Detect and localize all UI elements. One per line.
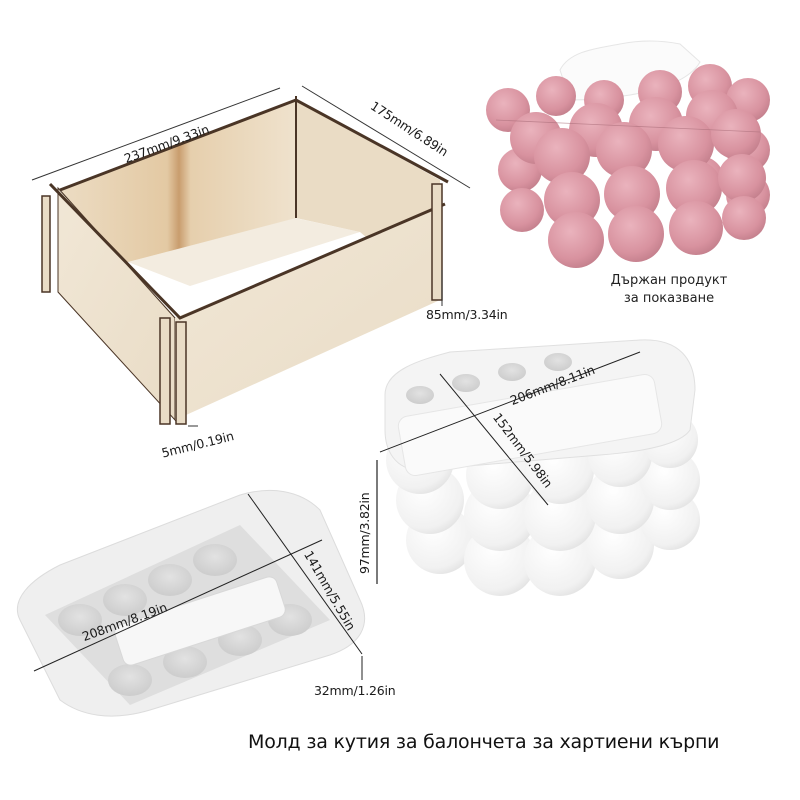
- display-only-note: Държан продукт за показване: [594, 272, 744, 308]
- display-note-line2: за показване: [623, 291, 715, 306]
- wood-box-height-label: 85mm/3.34in: [426, 307, 508, 322]
- silicone-mold-body: [376, 339, 700, 596]
- mold-lid-height-label: 32mm/1.26in: [314, 683, 396, 698]
- product-caption: Молд за кутия за балончета за хартиени к…: [248, 731, 720, 753]
- silicone-mold-lid: [16, 489, 365, 717]
- mold-body-height-label: 97mm/3.82in: [357, 492, 372, 575]
- display-note-line1: Държан продукт: [610, 273, 728, 288]
- pink-bubble-tissue-box: [486, 40, 770, 268]
